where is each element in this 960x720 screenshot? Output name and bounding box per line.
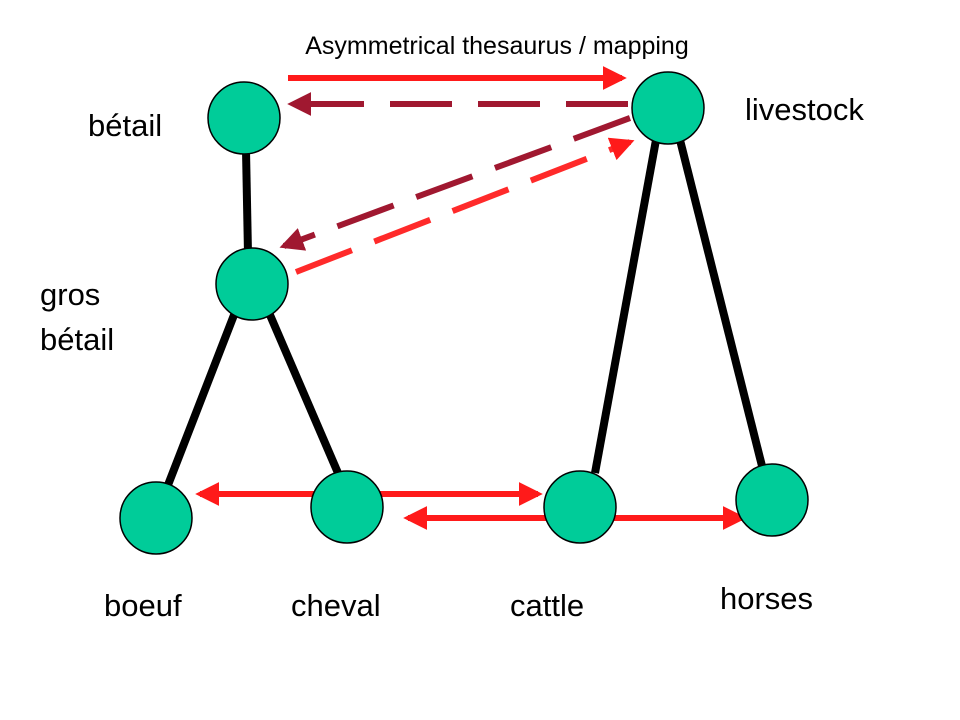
node-horses — [735, 463, 809, 537]
node-cattle — [543, 470, 617, 544]
edge-betail-gros-betail — [242, 149, 252, 255]
edge-livestock-cattle — [591, 139, 660, 474]
label-betail: bétail — [88, 108, 162, 143]
node-livestock — [631, 71, 705, 145]
label-boeuf: boeuf — [104, 588, 182, 623]
arrow-livestock-to-gros-betail-dashed — [279, 115, 632, 251]
nodes — [119, 71, 809, 555]
edge-gros-betail-boeuf — [164, 313, 238, 487]
hierarchy-edges — [164, 139, 766, 487]
node-betail — [207, 81, 281, 155]
node-boeuf — [119, 481, 193, 555]
node-cheval — [310, 470, 384, 544]
diagram-title: Asymmetrical thesaurus / mapping — [305, 32, 688, 60]
label-cheval: cheval — [291, 588, 381, 623]
node-labels: bétail gros bétail livestock boeuf cheva… — [40, 92, 864, 623]
edge-gros-betail-cheval — [266, 313, 342, 475]
label-gros-betail-line1: gros — [40, 277, 100, 312]
label-cattle: cattle — [510, 588, 584, 623]
node-gros-betail — [215, 247, 289, 321]
label-gros-betail-line2: bétail — [40, 322, 114, 357]
arrow-gros-betail-to-livestock-dashed — [294, 137, 635, 275]
label-livestock: livestock — [745, 92, 864, 127]
label-horses: horses — [720, 581, 813, 616]
edge-livestock-horses — [676, 139, 766, 467]
